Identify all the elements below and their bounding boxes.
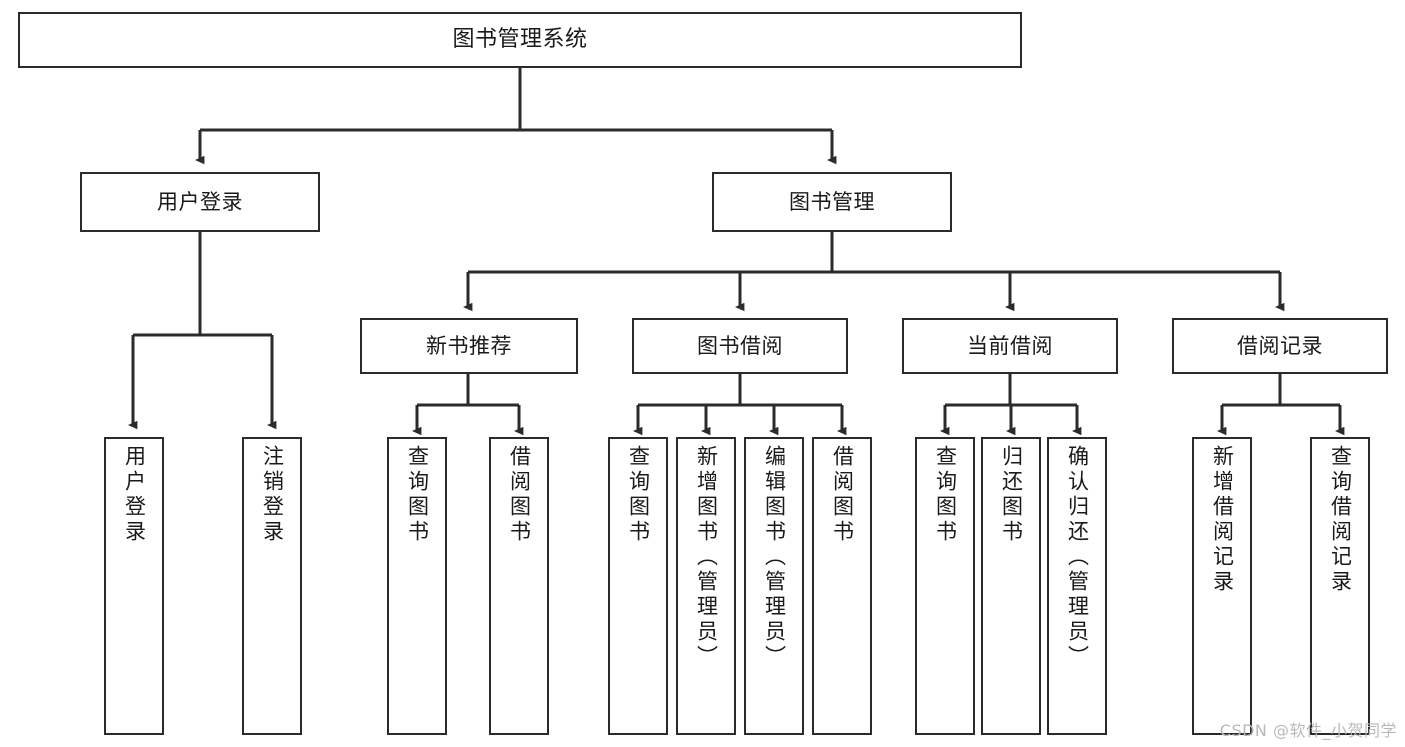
- node-leaf-add-record-label: 新增借阅记录: [1210, 445, 1235, 595]
- node-current-borrow-label: 当前借阅: [967, 333, 1053, 358]
- node-leaf-query-record[interactable]: 查询借阅记录: [1310, 437, 1370, 735]
- node-leaf-logout-label: 注销登录: [260, 445, 285, 545]
- node-book-manage-label: 图书管理: [789, 189, 875, 214]
- node-leaf-confirm-return[interactable]: 确认归还（管理员）: [1047, 437, 1107, 735]
- node-new-book-rec[interactable]: 新书推荐: [360, 318, 578, 374]
- node-borrow-record-label: 借阅记录: [1237, 333, 1323, 358]
- node-borrow-record[interactable]: 借阅记录: [1172, 318, 1388, 374]
- node-root[interactable]: 图书管理系统: [18, 12, 1022, 68]
- node-book-manage[interactable]: 图书管理: [712, 172, 952, 232]
- node-leaf-query-book-1-label: 查询图书: [405, 445, 430, 545]
- node-leaf-confirm-return-label: 确认归还（管理员）: [1065, 445, 1090, 670]
- node-new-book-rec-label: 新书推荐: [426, 333, 512, 358]
- node-leaf-return-book-label: 归还图书: [999, 445, 1024, 545]
- node-user-login-label: 用户登录: [157, 189, 243, 214]
- node-leaf-query-book-2-label: 查询图书: [626, 445, 651, 545]
- node-leaf-query-book-2[interactable]: 查询图书: [608, 437, 668, 735]
- node-user-login[interactable]: 用户登录: [80, 172, 320, 232]
- node-leaf-add-book[interactable]: 新增图书（管理员）: [676, 437, 736, 735]
- node-leaf-borrow-book-2-label: 借阅图书: [830, 445, 855, 545]
- node-leaf-add-record[interactable]: 新增借阅记录: [1192, 437, 1252, 735]
- node-book-borrow[interactable]: 图书借阅: [632, 318, 848, 374]
- node-leaf-query-book-3-label: 查询图书: [933, 445, 958, 545]
- node-leaf-user-login-label: 用户登录: [122, 445, 147, 545]
- node-leaf-return-book[interactable]: 归还图书: [981, 437, 1041, 735]
- node-leaf-query-record-label: 查询借阅记录: [1328, 445, 1353, 595]
- node-root-label: 图书管理系统: [452, 27, 588, 53]
- node-leaf-edit-book-label: 编辑图书（管理员）: [762, 445, 787, 670]
- node-leaf-query-book-3[interactable]: 查询图书: [915, 437, 975, 735]
- node-leaf-add-book-label: 新增图书（管理员）: [694, 445, 719, 670]
- node-leaf-borrow-book-2[interactable]: 借阅图书: [812, 437, 872, 735]
- node-book-borrow-label: 图书借阅: [697, 333, 783, 358]
- node-leaf-borrow-book-1[interactable]: 借阅图书: [489, 437, 549, 735]
- node-leaf-edit-book[interactable]: 编辑图书（管理员）: [744, 437, 804, 735]
- node-leaf-logout[interactable]: 注销登录: [242, 437, 302, 735]
- node-leaf-query-book-1[interactable]: 查询图书: [387, 437, 447, 735]
- node-leaf-borrow-book-1-label: 借阅图书: [507, 445, 532, 545]
- node-leaf-user-login[interactable]: 用户登录: [104, 437, 164, 735]
- node-current-borrow[interactable]: 当前借阅: [902, 318, 1118, 374]
